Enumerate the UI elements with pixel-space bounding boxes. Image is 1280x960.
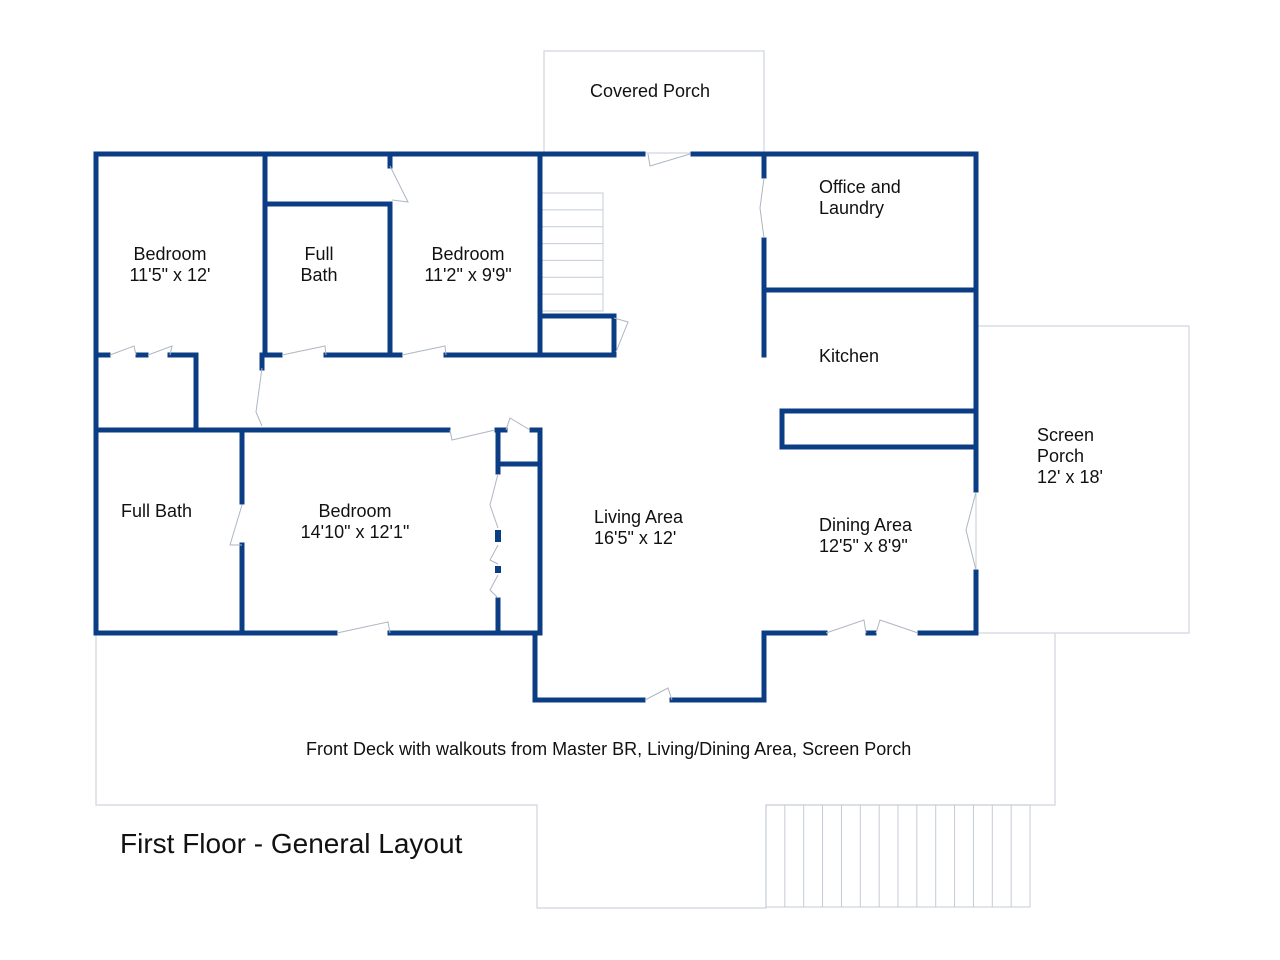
door-dining-1 <box>825 619 867 634</box>
master-bedroom-label: Bedroom 14'10" x 12'1" <box>300 501 410 542</box>
door-screen-porch <box>965 491 977 571</box>
door-closet-b <box>147 345 173 356</box>
front-deck-outline <box>95 633 1056 909</box>
door-office <box>759 177 765 239</box>
full-bath-upper-label: Full Bath <box>300 244 338 285</box>
interior-stairs <box>541 192 604 312</box>
living-area-label: Living Area 16'5" x 12' <box>594 507 684 548</box>
door-closet-a <box>109 345 137 356</box>
covered-porch-outline <box>543 50 765 154</box>
door-bedroom-left <box>255 367 263 427</box>
door-covered-porch <box>647 153 691 167</box>
door-closet-2 <box>489 544 499 565</box>
bedroom-left-label: Bedroom 11'5" x 12' <box>129 244 211 285</box>
exterior-outlines <box>95 50 1190 909</box>
dining-area-label: Dining Area 12'5" x 8'9" <box>819 515 913 556</box>
door-bath-lower <box>229 504 243 546</box>
kitchen-label: Kitchen <box>819 346 880 366</box>
deck-stairs <box>765 804 1031 908</box>
door-closet-master <box>505 417 531 431</box>
office-laundry-label: Office and Laundry <box>819 177 901 218</box>
full-bath-lower-label: Full Bath <box>121 501 193 521</box>
doors <box>109 153 977 701</box>
door-bedroom-mid <box>389 165 409 203</box>
door-dining-2 <box>875 619 919 634</box>
door-front <box>644 687 673 701</box>
door-bath-upper <box>281 345 327 356</box>
door-master-deck <box>336 621 391 634</box>
door-closet-1 <box>489 473 499 529</box>
door-bedroom-mid-hall <box>401 345 447 356</box>
door-closet-stair <box>613 317 629 353</box>
bedroom-mid-label: Bedroom 11'2" x 9'9" <box>424 244 512 285</box>
walls <box>93 151 979 703</box>
screen-porch-label: Screen Porch 12' x 18' <box>1037 425 1103 487</box>
page-title: First Floor - General Layout <box>120 828 463 859</box>
door-master <box>449 429 496 441</box>
front-deck-label: Front Deck with walkouts from Master BR,… <box>306 739 912 759</box>
covered-porch-label: Covered Porch <box>590 81 711 101</box>
door-closet-3 <box>489 574 499 599</box>
